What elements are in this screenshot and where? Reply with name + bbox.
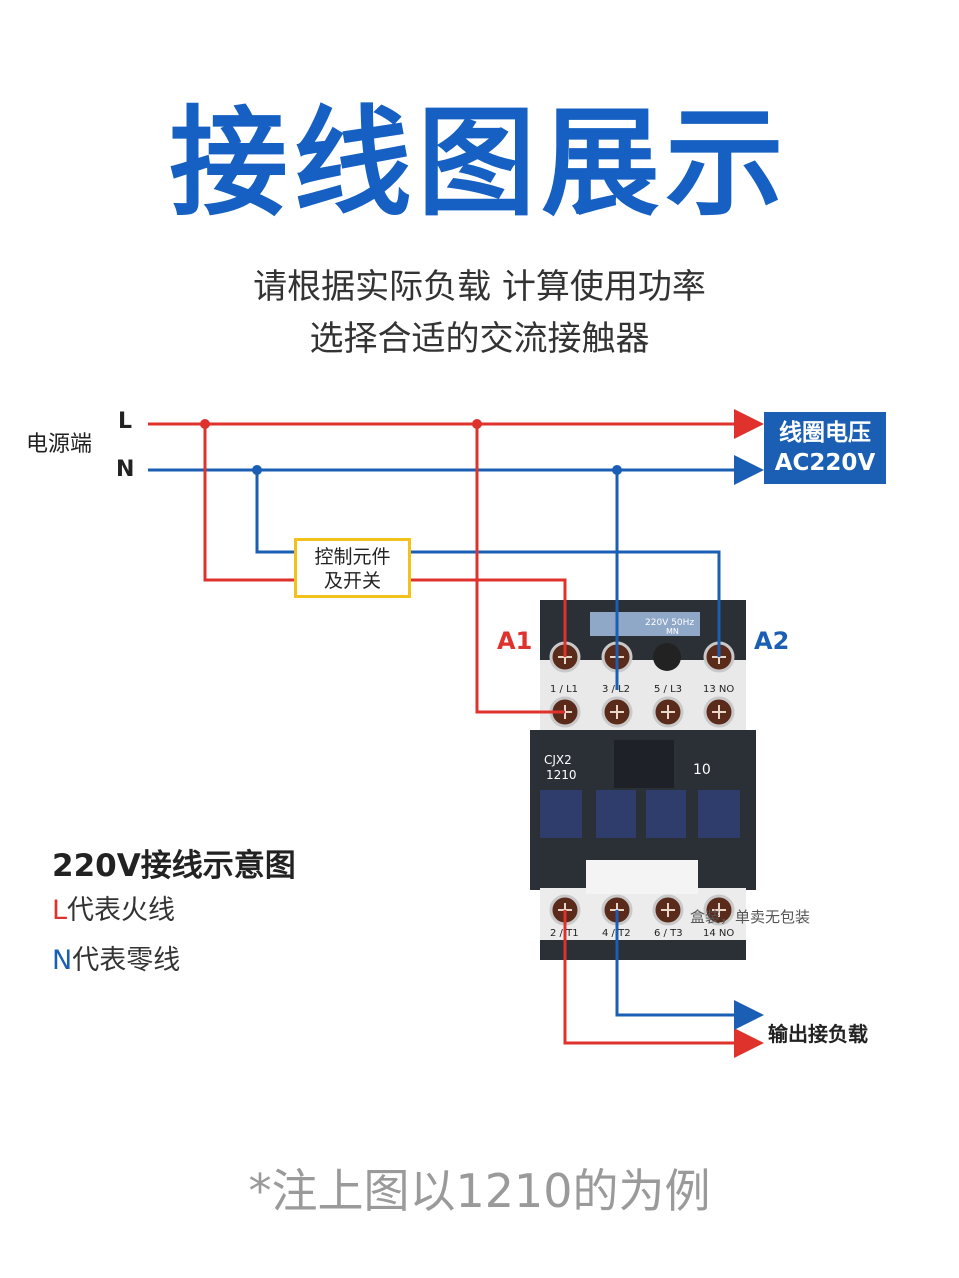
window-mid-2 xyxy=(646,790,686,838)
control-element-box: 控制元件 及开关 xyxy=(294,538,411,598)
model-line-1: CJX2 xyxy=(544,753,572,767)
subtitle-line-2: 选择合适的交流接触器 xyxy=(309,319,650,359)
T1-output-wire xyxy=(563,910,764,1058)
control-label-1: 控制元件 xyxy=(314,546,391,568)
window-mid-1 xyxy=(596,790,636,838)
plate-text-2: MN xyxy=(666,627,679,636)
terminal-label-bottom: 14 NO xyxy=(703,928,735,939)
indicator-knob xyxy=(653,643,681,671)
terminal-label-top: 3 / L2 xyxy=(602,684,631,695)
legend-title: 220V接线示意图 xyxy=(52,848,296,884)
terminal-label-bottom: 2 / T1 xyxy=(550,928,579,939)
plate-text-1: 220V 50Hz xyxy=(645,618,694,628)
power-end-label: 电源端 xyxy=(26,432,93,457)
control-to-A1-wire xyxy=(411,578,567,657)
junction-dot xyxy=(472,419,482,429)
legend-neutral-text: 代表零线 xyxy=(72,945,181,976)
neutral-to-control-wire xyxy=(255,470,294,554)
rating-plate xyxy=(590,612,700,636)
contactor: 220V 50Hz MN CJX2 1210 10 xyxy=(530,600,756,960)
model-line-2: 1210 xyxy=(546,768,577,782)
control-to-A2-wire xyxy=(411,550,721,657)
legend-neutral-letter: N xyxy=(52,945,73,976)
packaging-note: 盒装，单卖无包装 xyxy=(690,908,811,926)
legend-live-text: 代表火线 xyxy=(67,895,176,926)
a1-label: A1 xyxy=(497,627,533,655)
legend-live: L代表火线 xyxy=(52,888,175,927)
subtitle-line-1: 请根据实际负载 计算使用功率 xyxy=(253,267,706,307)
page-title: 接线图展示 xyxy=(169,94,790,232)
legend-live-letter: L xyxy=(52,895,68,926)
footnote: *注上图以1210的为例 xyxy=(248,1164,711,1218)
terminal-label-top: 5 / L3 xyxy=(654,684,683,695)
window-right xyxy=(698,790,740,838)
junction-dot xyxy=(252,465,262,475)
line-L-label: L xyxy=(118,409,133,434)
T2-output-wire xyxy=(615,910,764,1030)
legend-neutral: N代表零线 xyxy=(52,938,180,977)
junction-dot xyxy=(200,419,210,429)
line-N-label: N xyxy=(116,457,135,482)
junction-dot xyxy=(612,465,622,475)
output-load-label: 输出接负载 xyxy=(768,1022,868,1046)
coil-voltage-title: 线圈电压 xyxy=(779,420,871,446)
coil-voltage-value: AC220V xyxy=(774,450,876,476)
terminal-label-bottom: 4 / T2 xyxy=(602,928,631,939)
contact-number: 10 xyxy=(693,762,711,778)
terminal-label-bottom: 6 / T3 xyxy=(654,928,683,939)
terminal-label-top: 1 / L1 xyxy=(550,684,579,695)
control-label-2: 及开关 xyxy=(323,570,381,592)
coil-voltage-box: 线圈电压 AC220V xyxy=(764,412,886,484)
live-to-control-wire xyxy=(203,424,294,582)
live-to-L1-wire xyxy=(475,424,565,714)
terminal-label-top: 13 NO xyxy=(703,684,735,695)
window-left xyxy=(540,790,582,838)
a2-label: A2 xyxy=(754,627,790,655)
